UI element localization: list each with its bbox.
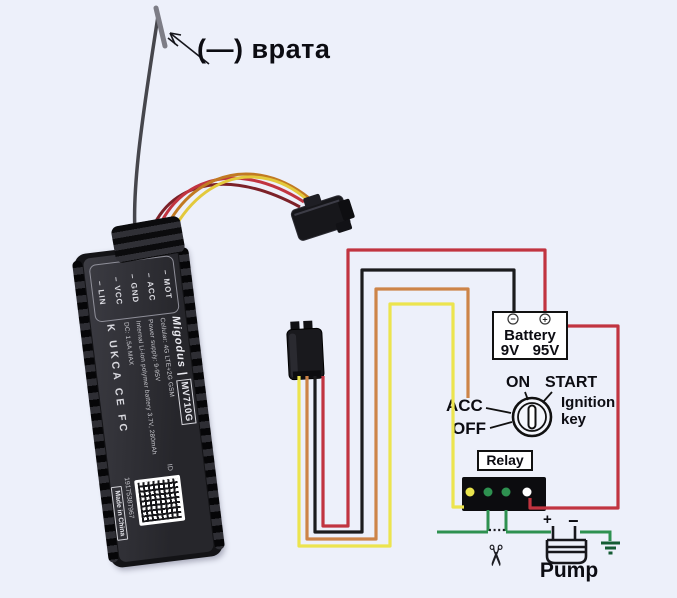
ignition-key-label-line2: key — [561, 411, 587, 428]
battery-voltage-max: 95V — [532, 342, 560, 359]
pin-label-mot: – MOT — [160, 269, 174, 300]
connector-plug-female — [286, 320, 325, 381]
connector-plug-male — [290, 193, 355, 241]
antenna-annotation-text: (—) врата — [197, 34, 331, 64]
pin-label-gnd: – GND — [127, 273, 141, 305]
relay-label: Relay — [477, 450, 533, 471]
ignition-key-label-line1: Ignition — [561, 394, 616, 411]
battery-voltage-row: 9V 95V — [494, 342, 566, 359]
relay-box — [462, 477, 546, 511]
scissors-icon: ✂ — [478, 543, 511, 568]
ignition-key-label: Ignition key — [561, 394, 615, 428]
pin-label-acc: – ACC — [144, 272, 157, 302]
arrow-icon — [167, 32, 210, 65]
ignition-position-on: ON — [506, 374, 530, 391]
pin-label-vcc: – VCC — [111, 276, 124, 306]
battery-voltage-min: 9V — [500, 342, 520, 359]
qr-code — [134, 474, 186, 526]
pin-label-lin: – LIN — [95, 280, 108, 306]
device-id-label: ID — [165, 463, 174, 472]
device-printed-text: Migodus | MV710G Cellular: 4G LTE+2G GSM… — [94, 315, 199, 473]
device-pin-panel: – LIN – VCC – GND – ACC – MOT — [88, 254, 180, 323]
antenna-tip — [153, 5, 168, 49]
ignition-position-start: START — [545, 374, 598, 391]
ignition-position-off: OFF — [452, 419, 486, 438]
antenna-wire — [132, 15, 160, 251]
ignition-position-acc: ACC — [446, 396, 483, 415]
battery-box: Battery 9V 95V — [492, 311, 568, 360]
pump-terminal-plus-label: + — [543, 511, 552, 528]
pump-terminal-minus-label: − — [568, 511, 579, 531]
pump-label: Pump — [539, 559, 599, 582]
